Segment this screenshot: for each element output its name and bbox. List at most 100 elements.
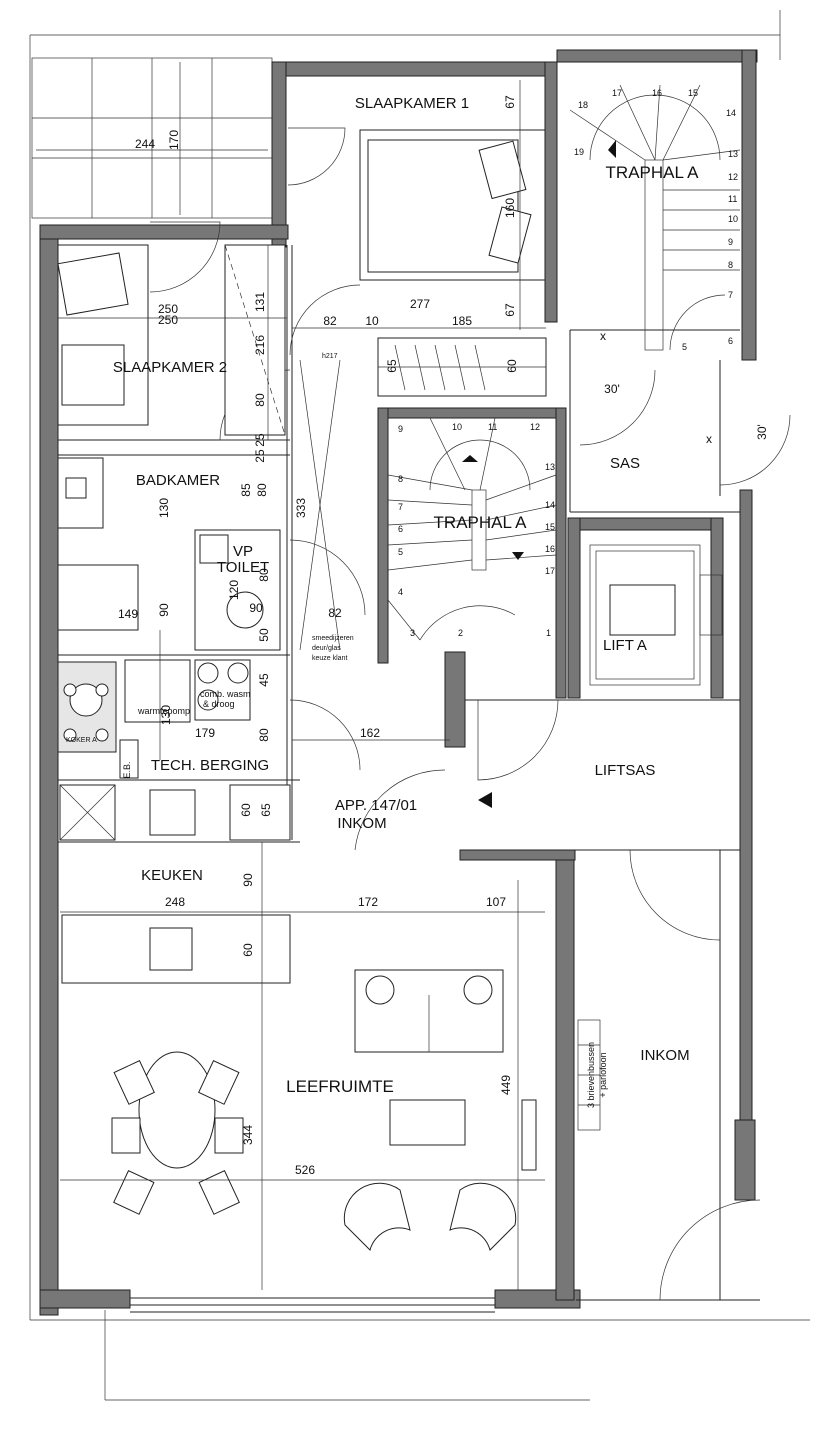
dim-30a: 30' [604,382,620,396]
stairs-mid-numbers: 9 10 11 12 8 13 7 14 6 15 5 16 4 17 3 2 … [398,422,555,638]
stairs-mid [387,417,557,641]
site-lines [29,10,810,1401]
dim-90c: 90 [241,873,255,887]
dim-216: 216 [253,335,267,355]
step-mid: 14 [545,500,555,510]
step-mid: 13 [545,462,555,472]
step-top: 16 [652,88,662,98]
dim-67a: 67 [503,95,517,109]
bed-slaapkamer2 [57,244,286,436]
wardrobe [377,337,547,397]
step-top: 15 [688,88,698,98]
dim-172: 172 [358,895,378,909]
dim-526: 526 [295,1163,315,1177]
dim-80b: 80 [255,483,269,497]
living-furniture [111,969,537,1251]
step-mid: 6 [398,524,403,534]
note-smeed2: deur/glas [312,645,341,652]
step-mid: 17 [545,566,555,576]
dim-248: 248 [165,895,185,909]
dim-80c: 80 [257,728,271,742]
dim-45: 45 [257,673,271,687]
lift-cabin [589,544,723,686]
dim-90a: 90 [157,603,171,617]
dim-250b: 250 [158,313,178,327]
dim-244: 244 [135,137,155,151]
arrow-icon [608,140,616,158]
note-warmtepomp: warmtepomp [137,706,190,716]
label-tech-berging: TECH. BERGING [151,757,269,774]
interior-lines [58,245,760,1313]
label-traphal-mid: TRAPHAL A [434,513,528,532]
dim-277: 277 [410,297,430,311]
step-mid: 16 [545,544,555,554]
label-toilet: TOILET [217,559,269,576]
bed-slaapkamer1 [359,129,546,281]
label-app: APP. 147/01 [335,797,417,814]
step-mid: 3 [410,628,415,638]
arrow-icon [462,455,478,462]
dim-130: 130 [157,498,171,518]
dim-120: 120 [227,580,241,600]
label-slaapkamer1: SLAAPKAMER 1 [355,95,469,112]
label-sas: SAS [610,455,640,472]
step-top: 17 [612,88,622,98]
dim-107: 107 [486,895,506,909]
badkamer-fixtures [57,457,281,651]
direction-arrows [462,140,616,808]
dim-179: 179 [195,726,215,740]
dim-82b: 82 [328,606,342,620]
dim-162: 162 [360,726,380,740]
dim-65b: 65 [259,803,273,817]
dim-185: 185 [452,314,472,328]
dim-30b: 30' [755,424,769,440]
step-mid: 9 [398,424,403,434]
kitchen [57,659,291,984]
dim-10: 10 [365,314,379,328]
dim-80a: 80 [253,393,267,407]
step-mid: 5 [398,547,403,557]
doors [149,127,791,1301]
step-top: 8 [728,260,733,270]
step-top: 7 [728,290,733,300]
dim-85: 85 [239,483,253,497]
dim-80d: 80 [257,568,271,582]
label-badkamer: BADKAMER [136,472,220,489]
dim-67b: 67 [503,303,517,317]
step-top: 14 [726,108,736,118]
dim-25b: 25 [253,449,267,463]
step-top: 9 [728,237,733,247]
stairs-top-numbers: 18 17 16 15 14 19 13 12 11 10 9 8 7 6 5 [574,88,738,352]
step-mid: 1 [546,628,551,638]
note-eb: E.B. [122,761,132,778]
dim-50: 50 [257,628,271,642]
note-comb2: & droog [203,699,235,709]
dim-344: 344 [241,1125,255,1145]
step-mid: 2 [458,628,463,638]
walls [39,49,758,1316]
label-slaapkamer2: SLAAPKAMER 2 [113,359,227,376]
dim-449: 449 [499,1075,513,1095]
note-brief1: 3 brievenbussen [586,1042,596,1108]
stairs-top [569,84,741,351]
step-top: 13 [728,149,738,159]
label-traphal-top: TRAPHAL A [606,163,700,182]
dim-160: 160 [503,198,517,218]
dim-170: 170 [167,130,181,150]
step-top: 10 [728,214,738,224]
step-mid: 12 [530,422,540,432]
note-smeed3: keuze klant [312,655,347,662]
dim-90b: 90 [249,601,263,615]
step-top: 12 [728,172,738,182]
dim-82a: 82 [323,314,337,328]
step-mid: 15 [545,522,555,532]
label-keuken: KEUKEN [141,867,203,884]
dim-131: 131 [253,292,267,312]
step-mid: 11 [488,422,497,432]
label-liftsas: LIFTSAS [595,762,656,779]
note-smeed1: smeedijzeren [312,635,354,642]
dim-149: 149 [118,607,138,621]
step-mid: 8 [398,474,403,484]
step-mid: 10 [452,422,462,432]
dim-250a: 250 [158,302,178,316]
